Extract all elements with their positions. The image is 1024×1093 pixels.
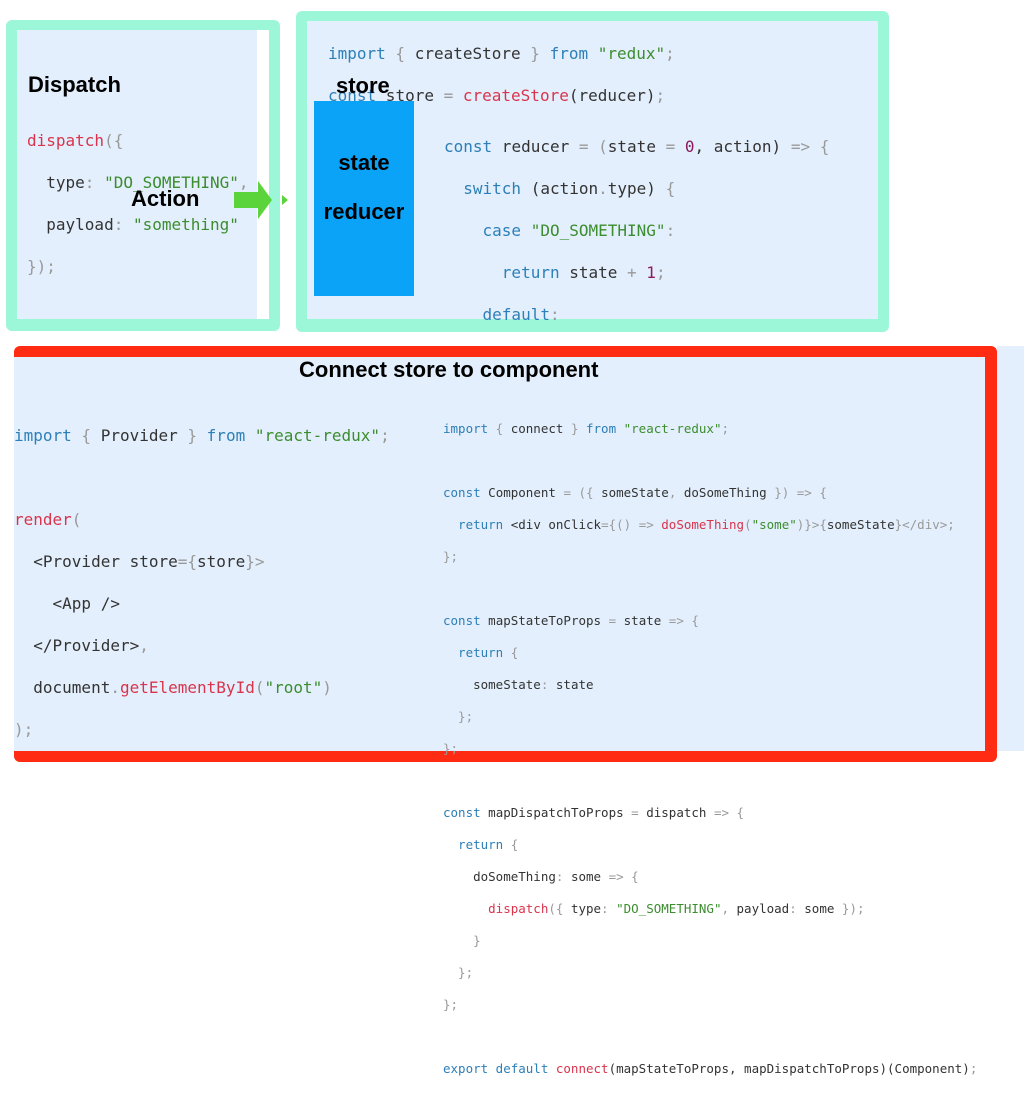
code-line	[443, 1029, 977, 1045]
store-label: store	[336, 73, 390, 98]
code-line: };	[443, 741, 459, 756]
arrow-right-icon	[234, 192, 260, 208]
code-line: });	[27, 257, 56, 276]
dispatch-panel-body	[17, 30, 257, 319]
code-line: import { Provider } from "react-redux";	[14, 426, 390, 445]
code-line: };	[443, 965, 474, 980]
connect-panel-edge	[997, 346, 1024, 751]
code-line: );	[14, 720, 34, 739]
dispatch-code: dispatch({ type: "DO_SOMETHING", payload…	[27, 109, 249, 298]
code-line: <App />	[14, 594, 120, 613]
code-line: const mapDispatchToProps = dispatch => {	[443, 805, 745, 820]
action-label: Action	[131, 186, 200, 211]
code-line: return <div onClick={() => doSomeThing("…	[443, 517, 955, 532]
connect-panel-left-edge	[14, 357, 25, 751]
code-line: const mapStateToProps = state => {	[443, 613, 699, 628]
code-line: dispatch({ type: "DO_SOMETHING", payload…	[443, 901, 865, 916]
code-line: <Provider store={store}>	[14, 552, 265, 571]
code-line: return state + 1;	[444, 263, 666, 282]
code-line: export default connect(mapStateToProps, …	[443, 1061, 978, 1076]
connect-panel-body	[25, 357, 985, 751]
code-line: payload: "something"	[27, 215, 239, 234]
code-line: document.getElementById("root")	[14, 678, 332, 697]
code-line: switch (action.type) {	[444, 179, 676, 198]
code-line: import { connect } from "react-redux";	[443, 421, 729, 436]
store-import-code: import { createStore } from "redux"; con…	[328, 22, 675, 127]
reducer-label: reducer	[323, 199, 405, 224]
store-block	[314, 101, 414, 296]
arrow-tip-icon	[282, 195, 288, 205]
code-line: type: "DO_SOMETHING",	[27, 173, 249, 192]
code-line: someState: state	[443, 677, 594, 692]
code-line: default:	[444, 305, 560, 324]
code-line: import { createStore } from "redux";	[328, 44, 675, 63]
code-line: case "DO_SOMETHING":	[444, 221, 676, 240]
connect-title: Connect store to component	[299, 357, 599, 382]
code-line	[443, 453, 977, 469]
code-line: dispatch({	[27, 131, 124, 150]
arrow-head-icon	[258, 181, 272, 219]
code-line	[14, 467, 390, 488]
code-line: </Provider>,	[14, 636, 149, 655]
provider-code: import { Provider } from "react-redux"; …	[14, 404, 390, 761]
code-line	[443, 581, 977, 597]
connect-code: import { connect } from "react-redux"; c…	[443, 405, 977, 1093]
code-line: }	[443, 933, 481, 948]
code-line: };	[443, 549, 459, 564]
code-line: const Component = ({ someState, doSomeTh…	[443, 485, 827, 500]
code-line: render(	[14, 510, 82, 529]
code-line	[443, 773, 977, 789]
state-label: state	[338, 150, 390, 175]
code-line: const reducer = (state = 0, action) => {	[444, 137, 830, 156]
code-line: const store = createStore(reducer);	[328, 86, 666, 105]
code-line: return {	[443, 645, 519, 660]
code-line: };	[443, 709, 474, 724]
code-line: doSomeThing: some => {	[443, 869, 639, 884]
code-line: };	[443, 997, 459, 1012]
dispatch-panel-strip	[257, 30, 269, 319]
code-line: return {	[443, 837, 519, 852]
dispatch-title: Dispatch	[28, 72, 121, 97]
